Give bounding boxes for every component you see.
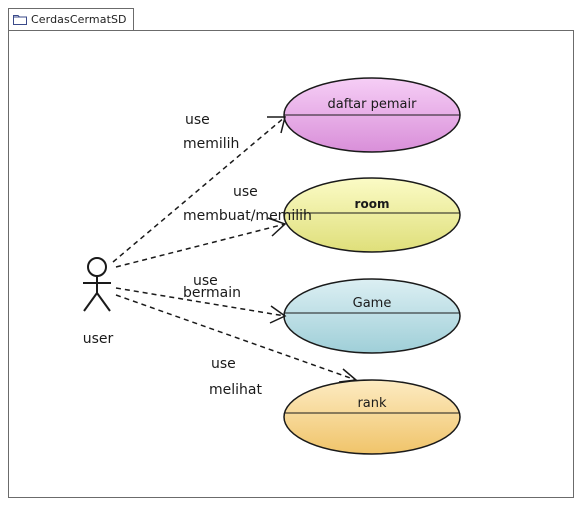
association-bermain[interactable] <box>115 287 287 324</box>
association-stereotype: use <box>233 184 258 200</box>
association-stereotype: use <box>185 112 210 128</box>
use-case-daftar-pemair[interactable]: daftar pemair <box>283 77 461 153</box>
association-label: bermain <box>183 285 241 301</box>
association-memilih[interactable] <box>112 116 286 263</box>
association-label: memilih <box>183 136 239 152</box>
association-membuat-memilih[interactable] <box>115 217 287 268</box>
actor-user[interactable]: user <box>83 257 114 347</box>
use-case-rank[interactable]: rank <box>283 379 461 455</box>
use-case-label: daftar pemair <box>328 97 418 112</box>
association-stereotype: use <box>211 356 236 372</box>
use-case-label: rank <box>357 396 387 411</box>
use-case-label: Game <box>353 296 392 311</box>
actor-name: user <box>83 331 114 347</box>
arrowhead-icon <box>338 368 358 383</box>
arrowhead-icon <box>267 217 287 237</box>
association-label: melihat <box>209 382 262 398</box>
stick-figure-icon <box>83 257 111 312</box>
association-melihat[interactable] <box>115 294 358 383</box>
use-case-room[interactable]: room <box>283 177 461 253</box>
package-tab[interactable]: CerdasCermatSD <box>8 8 134 30</box>
arrowhead-icon <box>267 116 286 134</box>
folder-icon <box>13 15 27 25</box>
association-label: membuat/memilih <box>183 208 312 224</box>
association-stereotype: use <box>193 273 218 289</box>
package-name: CerdasCermatSD <box>31 13 127 26</box>
use-case-game[interactable]: Game <box>283 278 461 354</box>
use-case-label: room <box>355 197 390 211</box>
arrowhead-icon <box>269 305 287 324</box>
